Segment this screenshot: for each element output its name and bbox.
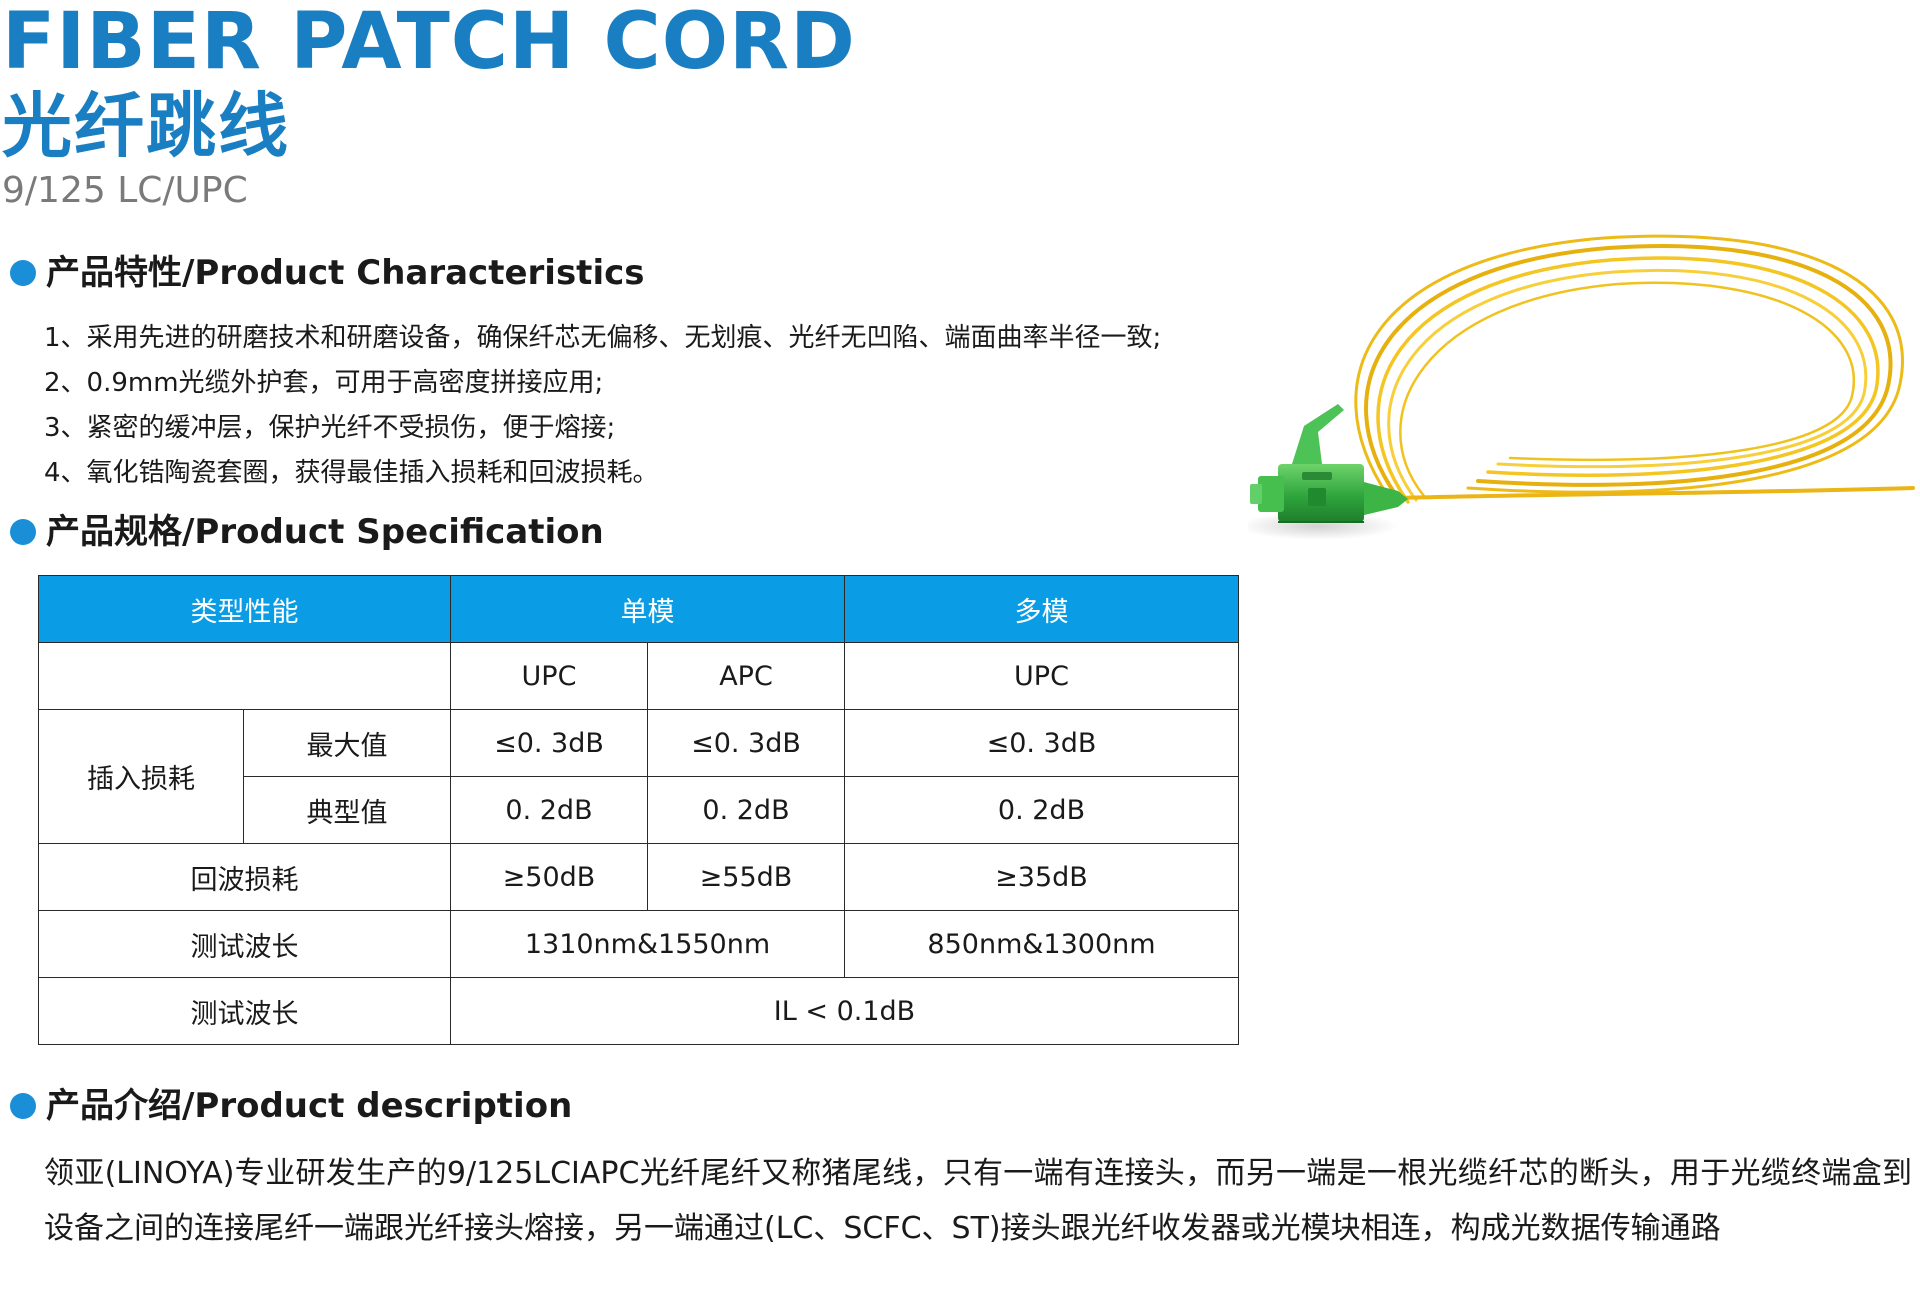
- list-item: 4、氧化锆陶瓷套圈，获得最佳插入损耗和回波损耗。: [44, 458, 659, 488]
- table-cell: [38, 642, 451, 710]
- list-item: 3、紧密的缓冲层，保护光纤不受损伤，便于熔接;: [44, 413, 616, 443]
- table-header-cell: 多模: [844, 575, 1239, 643]
- bullet-dot-icon: [10, 260, 36, 286]
- model-subtitle: 9/125 LC/UPC: [2, 170, 248, 211]
- characteristics-heading-text: 产品特性/Product Characteristics: [46, 253, 645, 293]
- table-cell: UPC: [844, 642, 1239, 710]
- bullet-dot-icon: [10, 519, 36, 545]
- table-cell: 0. 2dB: [450, 776, 648, 844]
- table-cell: 回波损耗: [38, 843, 451, 911]
- table-cell: 1310nm&1550nm: [450, 910, 845, 978]
- specification-heading: 产品规格/Product Specification: [10, 510, 604, 554]
- bullet-dot-icon: [10, 1093, 36, 1119]
- specification-heading-text: 产品规格/Product Specification: [46, 512, 604, 552]
- table-row: 典型值 0. 2dB 0. 2dB 0. 2dB: [39, 776, 1239, 844]
- characteristics-heading: 产品特性/Product Characteristics: [10, 251, 645, 295]
- table-row: 测试波长 IL < 0.1dB: [38, 977, 1239, 1045]
- table-cell: ≥50dB: [450, 843, 648, 911]
- list-item: 2、0.9mm光缆外护套，可用于高密度拼接应用;: [44, 368, 604, 398]
- description-heading: 产品介绍/Product description: [10, 1084, 572, 1128]
- table-cell: ≥55dB: [647, 843, 845, 911]
- table-row: 插入损耗 最大值 ≤0. 3dB ≤0. 3dB ≤0. 3dB: [38, 709, 1239, 844]
- table-cell: ≤0. 3dB: [844, 709, 1239, 777]
- table-row: UPC APC UPC: [38, 642, 1239, 710]
- table-cell: ≥35dB: [844, 843, 1239, 911]
- fiber-pigtail-image: [1248, 234, 1915, 540]
- table-cell: 最大值: [243, 709, 451, 777]
- table-header-cell: 单模: [450, 575, 845, 643]
- characteristics-list: 1、采用先进的研磨技术和研磨设备，确保纤芯无偏移、无划痕、光纤无凹陷、端面曲率半…: [44, 316, 1161, 496]
- description-heading-text: 产品介绍/Product description: [46, 1086, 573, 1126]
- table-row: 回波损耗 ≥50dB ≥55dB ≥35dB: [38, 843, 1239, 911]
- table-cell: IL < 0.1dB: [450, 977, 1239, 1045]
- table-row: 测试波长 1310nm&1550nm 850nm&1300nm: [38, 910, 1239, 978]
- table-header-row: 类型性能 单模 多模: [38, 575, 1239, 643]
- table-cell: 插入损耗: [38, 709, 244, 844]
- list-item: 1、采用先进的研磨技术和研磨设备，确保纤芯无偏移、无划痕、光纤无凹陷、端面曲率半…: [44, 323, 1162, 353]
- table-cell: 0. 2dB: [647, 776, 845, 844]
- table-cell: 850nm&1300nm: [844, 910, 1239, 978]
- specification-table: 类型性能 单模 多模 UPC APC UPC 插入损耗 最大值 ≤0. 3dB …: [38, 575, 1239, 1045]
- table-header-cell: 类型性能: [38, 575, 451, 643]
- table-cell: UPC: [450, 642, 648, 710]
- table-cell: 典型值: [243, 776, 451, 844]
- table-cell: APC: [647, 642, 845, 710]
- table-cell: ≤0. 3dB: [647, 709, 845, 777]
- title-english: FIBER PATCH CORD: [2, 0, 856, 87]
- table-cell: ≤0. 3dB: [450, 709, 648, 777]
- description-text: 领亚(LINOYA)专业研发生产的9/125LCIAPC光纤尾纤又称猪尾线，只有…: [44, 1156, 1912, 1246]
- title-chinese: 光纤跳线: [2, 85, 290, 167]
- table-cell: 测试波长: [38, 977, 451, 1045]
- table-cell: 测试波长: [38, 910, 451, 978]
- table-cell: 0. 2dB: [844, 776, 1239, 844]
